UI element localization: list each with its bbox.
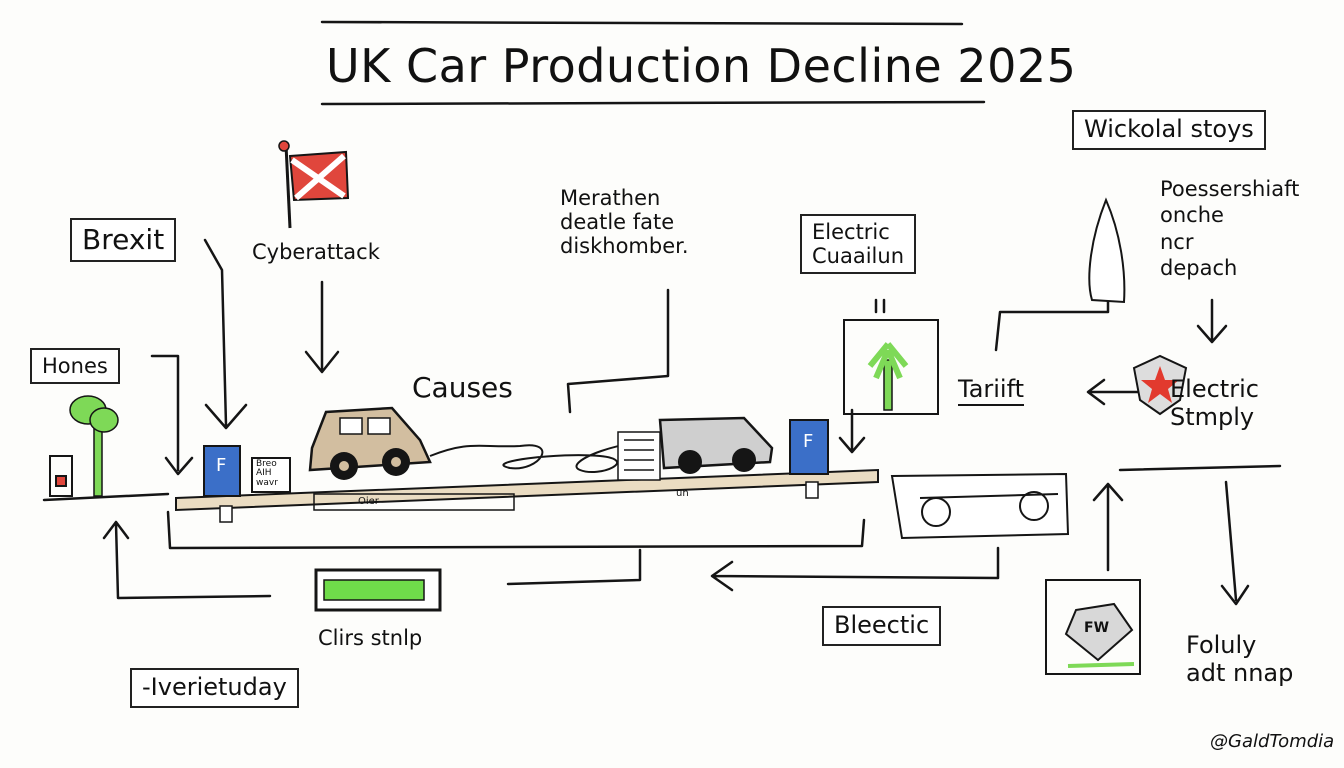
fw-sign-text: FW [1084, 620, 1110, 636]
everyday-label: -Iverietuday [130, 668, 299, 708]
electric-box-label: Electric Cuaailun [800, 214, 916, 275]
supply-underline [1118, 464, 1282, 472]
tree-icon [69, 395, 119, 497]
fw-sign-icon [1045, 579, 1141, 675]
bottom-middle-line [506, 548, 642, 586]
hones-label: Hones [30, 348, 120, 385]
causes-label: Causes [412, 371, 513, 404]
beam-right-text: un [676, 488, 689, 499]
beam-left-text: Oier [358, 496, 379, 507]
left-ground [42, 492, 170, 502]
fw-up-arrow [1092, 482, 1124, 572]
title-underline [320, 100, 986, 106]
cyberattack-arrow [304, 280, 340, 374]
right-note-label: Poessershiaft onche ncr depach [1160, 177, 1300, 280]
van-icon [658, 416, 774, 474]
chassis-icon [890, 472, 1070, 540]
left-bin-icon [203, 445, 241, 497]
car-icon [308, 406, 432, 480]
right-bin-letter: F [803, 431, 814, 452]
flag-icon [278, 140, 350, 229]
middle-note-label: Merathen deatle fate diskhomber. [560, 186, 689, 259]
cable-line [429, 441, 661, 474]
cyberattack-label: Cyberattack [252, 240, 380, 264]
speech-bubble-label: Wickolal stoys [1072, 110, 1266, 150]
left-loop-arrow [102, 520, 272, 600]
title-top-line [320, 20, 964, 26]
middle-note-connector [566, 288, 670, 414]
electric-box-arrow [838, 298, 886, 454]
hones-arrow [150, 354, 194, 476]
battery-icon [314, 568, 442, 612]
blecctic-label: Bleectic [822, 606, 942, 646]
right-bin-icon [789, 419, 829, 475]
foluly-label: Foluly adt nnap [1186, 631, 1294, 687]
framed-tree-icon [843, 319, 939, 415]
left-bin-letter: F [216, 455, 227, 476]
artist-credit: @GaldTomdia [1210, 731, 1335, 752]
building-icon [617, 431, 661, 481]
electric-supply-label: Electric Stmply [1170, 375, 1259, 431]
brexit-arrow [203, 238, 248, 430]
page-title: UK Car Production Decline 2025 [326, 39, 1077, 93]
foluly-arrow [1220, 480, 1250, 606]
crate-text: Breo AIH wavr [256, 459, 278, 488]
return-arrow [710, 546, 1000, 592]
crate-icon [251, 457, 291, 493]
pump-icon [49, 455, 73, 497]
beam-return-line [166, 510, 866, 550]
brexit-label: Brexit [70, 218, 177, 263]
battery-caption-label: Clirs stnlp [318, 626, 423, 650]
shield-icon [1132, 354, 1188, 416]
rocket-icon [1088, 197, 1126, 304]
right-note-arrow [1196, 298, 1228, 344]
tariff-arrow [1086, 378, 1142, 406]
tariff-label: Tariift [958, 375, 1025, 406]
